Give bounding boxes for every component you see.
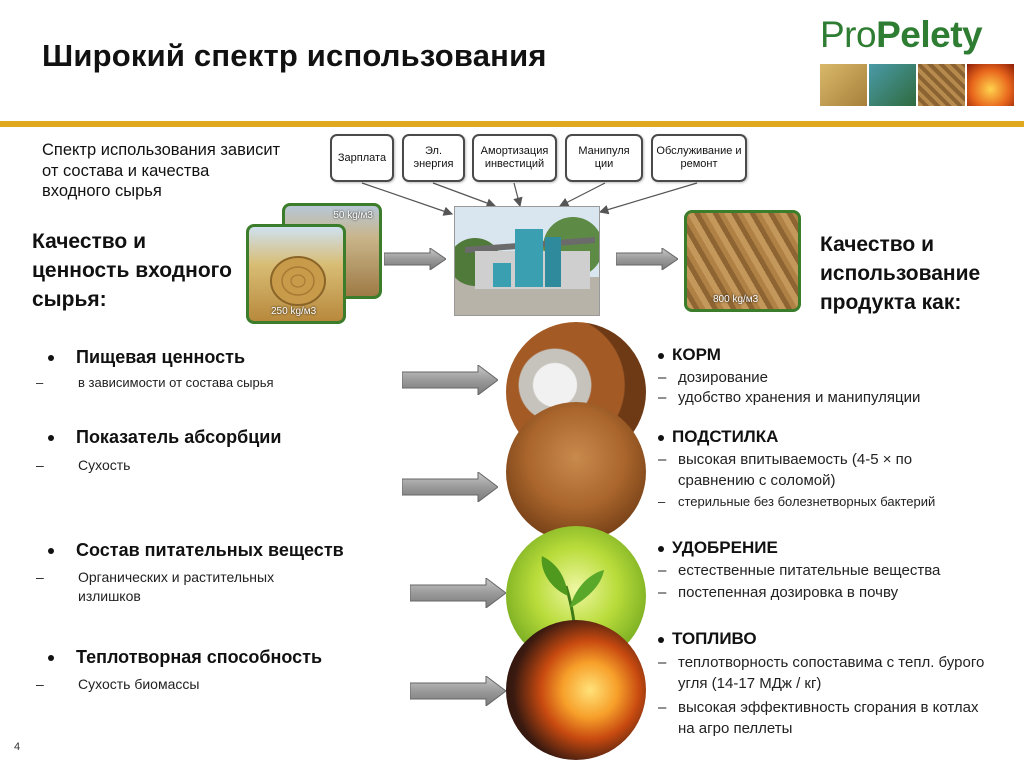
right-sub-fertilizer-dosing: –постепенная дозировка в почву bbox=[658, 584, 899, 601]
bullet-dot bbox=[658, 352, 664, 359]
pellets-product-tile: 800 kg/м3 bbox=[684, 210, 801, 312]
page-title: Широкий спектр использования bbox=[42, 38, 547, 73]
right-sub-fuel-efficiency: –высокая эффективность сгорания в котлах… bbox=[658, 699, 979, 737]
left-bullet-nutrients: Состав питательных веществ bbox=[48, 540, 344, 561]
left-sub-nutrients: –Органических и растительных излишков bbox=[36, 569, 275, 604]
raw-density-label-back: 50 kg/м3 bbox=[333, 210, 373, 221]
raw-material-tile-front: 250 kg/м3 bbox=[246, 224, 346, 324]
cost-box-salary: Зарплата bbox=[330, 134, 394, 182]
fire-photo-circle bbox=[506, 620, 646, 760]
bullet-dot bbox=[48, 547, 54, 554]
bullet-dot bbox=[48, 354, 54, 361]
right-bullet-feed: КОРМ bbox=[658, 345, 721, 365]
logo-pelety-text: Pelety bbox=[876, 14, 983, 55]
raw-density-label-front: 250 kg/м3 bbox=[271, 306, 317, 317]
pellet-density-label: 800 kg/м3 bbox=[713, 294, 759, 305]
left-bullet-absorption: Показатель абсорбции bbox=[48, 427, 281, 448]
bullet-dot bbox=[658, 636, 664, 643]
logo-pro-text: Pro bbox=[820, 14, 877, 55]
cost-box-maintenance: Обслуживание и ремонт bbox=[651, 134, 747, 182]
right-sub-fertilizer-nutrients: –естественные питательные вещества bbox=[658, 562, 941, 579]
arrow-to-fuel bbox=[410, 676, 506, 706]
cost-box-handling: Манипуля ции bbox=[565, 134, 643, 182]
hay-bale-illustration bbox=[270, 256, 326, 306]
right-bullet-bedding: ПОДСТИЛКА bbox=[658, 427, 778, 447]
right-sub-feed-dosing: –дозирование bbox=[658, 369, 769, 386]
cost-box-depreciation: Амортизация инвестиций bbox=[472, 134, 557, 182]
input-quality-heading: Качество и ценность входного сырья: bbox=[32, 230, 232, 311]
output-usage-heading: Качество и использование продукта как: bbox=[820, 233, 981, 314]
right-sub-feed-storage: –удобство хранения и манипуляции bbox=[658, 389, 921, 406]
spectrum-note: Спектр использования зависит от состава … bbox=[42, 141, 281, 200]
bullet-dot bbox=[48, 434, 54, 441]
right-sub-fuel-calorific: –теплотворность сопоставима с тепл. буро… bbox=[658, 654, 985, 692]
bullet-dot bbox=[48, 654, 54, 661]
logo-strip-bale-image bbox=[820, 64, 867, 106]
cattle-photo-circle bbox=[506, 402, 646, 542]
header-accent-bar bbox=[0, 121, 1024, 127]
right-bullet-fuel: ТОПЛИВО bbox=[658, 629, 757, 649]
bullet-dot bbox=[658, 545, 664, 552]
left-sub-nutrition: –в зависимости от состава сырья bbox=[36, 375, 274, 390]
bullet-dot bbox=[658, 434, 664, 441]
arrow-to-bedding bbox=[402, 472, 498, 502]
right-bullet-fertilizer: УДОБРЕНИЕ bbox=[658, 538, 778, 558]
arrow-to-fertilizer bbox=[410, 578, 506, 608]
left-sub-calorific: –Сухость биомассы bbox=[36, 676, 200, 692]
brand-logo: ProPelety bbox=[820, 14, 983, 56]
page-number: 4 bbox=[14, 741, 21, 753]
logo-photo-strip bbox=[820, 64, 1014, 106]
left-bullet-calorific: Теплотворная способность bbox=[48, 647, 322, 668]
logo-strip-pellets-image bbox=[918, 64, 965, 106]
left-bullet-nutrition: Пищевая ценность bbox=[48, 347, 245, 368]
right-sub-bedding-sterile: –стерильные без болезнетворных бактерий bbox=[658, 494, 936, 509]
logo-strip-flame-image bbox=[967, 64, 1014, 106]
flow-arrow-raw-to-factory bbox=[384, 248, 446, 270]
cost-box-electricity: Эл. энергия bbox=[402, 134, 465, 182]
arrow-to-feed bbox=[402, 365, 498, 395]
logo-strip-machine-image bbox=[869, 64, 916, 106]
left-sub-absorption: –Сухость bbox=[36, 457, 131, 473]
flow-arrow-factory-to-pellets bbox=[616, 248, 678, 270]
pellet-factory-image bbox=[454, 206, 600, 316]
right-sub-bedding-absorbency: –высокая впитываемость (4-5 × по сравнен… bbox=[658, 451, 913, 489]
